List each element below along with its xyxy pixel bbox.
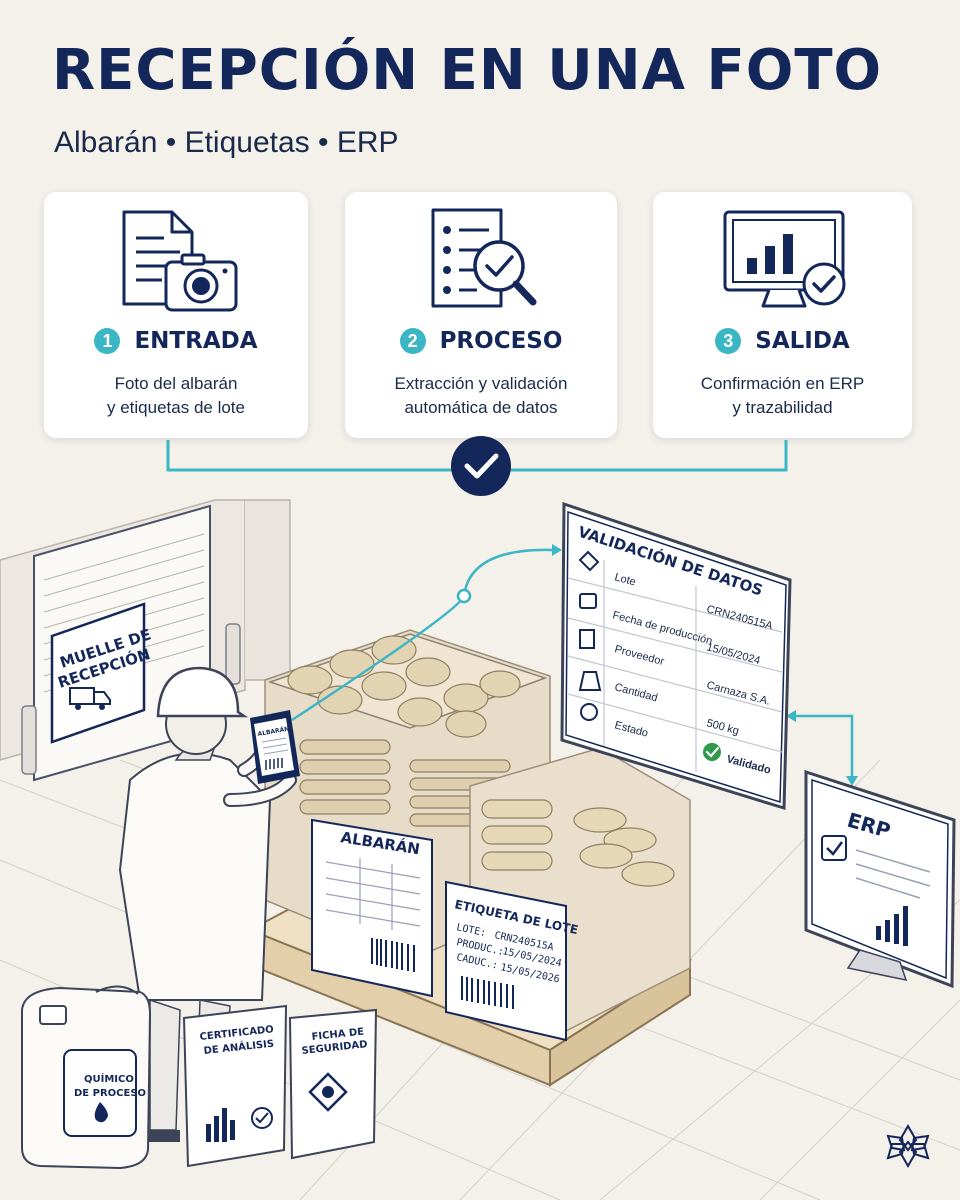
albaran-document [311,818,433,998]
certificate-document [182,1004,288,1168]
erp-chart-icon [876,906,908,946]
step-title: SALIDA [755,328,850,354]
hard-hat-icon [156,666,249,718]
checklist-magnifier-icon [431,208,537,308]
erp-sync-line [796,714,854,776]
drop-icon [94,1102,108,1123]
step-number: 3 [715,328,742,354]
erp-check-icon [821,835,847,861]
logo-icon [886,1123,930,1169]
cert-chart-icon [206,1108,235,1142]
building-icon [579,629,595,649]
step-title: PROCESO [439,328,563,354]
dock-sign [50,602,146,744]
page-title: RECEPCIÓN EN UNA FOTO [52,38,883,103]
step-number: 1 [94,328,121,354]
weight-icon [578,671,602,691]
step-number: 2 [399,328,426,354]
validated-check-icon [703,743,721,761]
worker [118,666,297,1142]
sheet-label-line1: FICHA DE [311,1027,365,1043]
document-camera-icon [122,210,238,312]
step-title: ENTRADA [134,328,258,354]
page-subtitle: Albarán • Etiquetas • ERP [54,126,399,159]
validation-row-label: Lote [613,571,637,588]
chemical-jug [21,985,152,1170]
monitor-chart-check-icon [723,210,845,308]
check-badge-icon [451,436,511,496]
tag-icon [578,550,600,572]
cert-check-icon [251,1107,273,1129]
erp-monitor [804,769,956,989]
lot-label [445,880,567,1042]
calendar-icon [579,593,597,609]
jug-label-line1: QUÍMICO [84,1072,134,1085]
safety-sheet [288,1008,378,1160]
check-circle-icon [580,703,598,721]
jug-label-line2: DE PROCESO [74,1088,146,1099]
phone-icon [250,710,300,784]
loading-dock [0,499,291,782]
validation-panel [560,501,792,811]
